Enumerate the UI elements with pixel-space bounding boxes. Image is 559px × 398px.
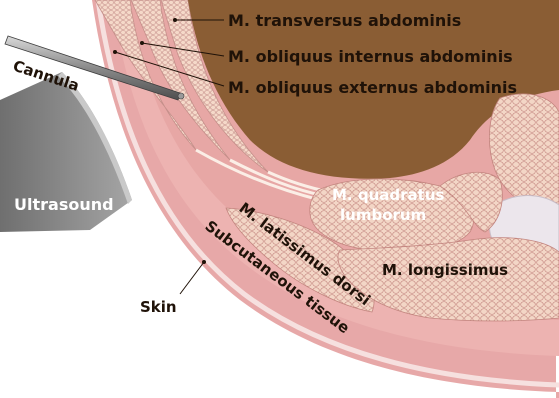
label-quadratus-line1: M. quadratus [332, 186, 444, 204]
leader-dot-skin [202, 260, 206, 264]
label-obliquus-internus: M. obliquus internus abdominis [228, 47, 513, 66]
label-longissimus: M. longissimus [382, 261, 508, 279]
cannula-tip [178, 93, 184, 99]
label-skin: Skin [140, 298, 177, 316]
leader-dot-transversus [173, 18, 177, 22]
leader-dot-obliquus-externus [113, 50, 117, 54]
label-transversus: M. transversus abdominis [228, 11, 461, 30]
label-quadratus-line2: lumborum [340, 206, 426, 224]
label-obliquus-externus: M. obliquus externus abdominis [228, 78, 517, 97]
label-ultrasound: Ultrasound [14, 195, 114, 214]
leader-dot-obliquus-internus [140, 41, 144, 45]
